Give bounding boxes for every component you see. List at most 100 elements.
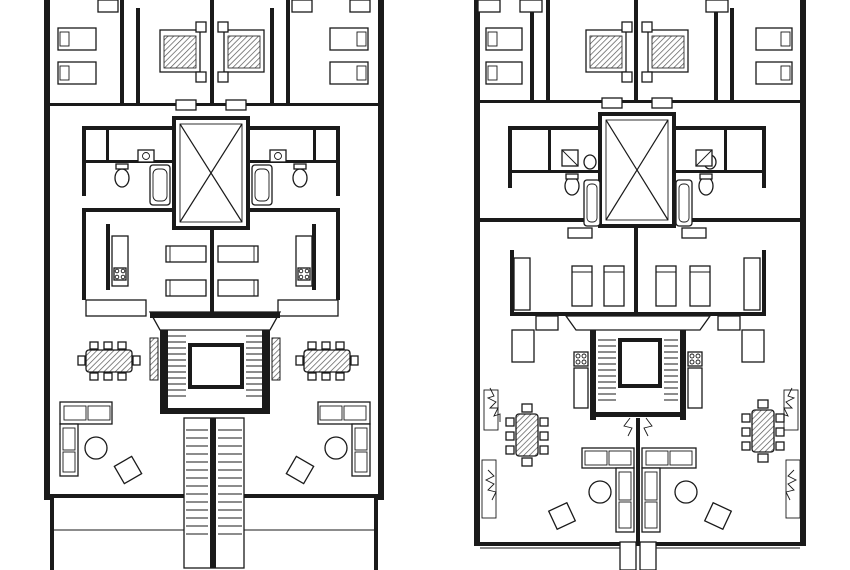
armchair-icon [113, 455, 143, 485]
bed-icon [159, 29, 201, 73]
nightstand [195, 21, 207, 33]
cabinet [651, 97, 673, 109]
bed-icon [485, 27, 523, 51]
bathroom-partition [674, 170, 766, 173]
staircase-icon [148, 311, 282, 414]
plant-icon [785, 459, 801, 519]
partition-wall [286, 0, 290, 103]
bed-icon [485, 61, 523, 85]
elevator-icon [172, 116, 250, 230]
staircase-icon [183, 417, 245, 569]
cabinet [567, 227, 593, 239]
kitchen-counter [85, 299, 147, 317]
kitchen-counter [741, 329, 765, 363]
sofa-icon [581, 447, 635, 533]
dining-table-icon [741, 399, 785, 463]
bathroom-partition [548, 130, 551, 170]
coffee-table [588, 480, 612, 504]
bathroom-partition [313, 130, 316, 160]
entry-post [619, 541, 637, 570]
kitchen-counter [277, 299, 339, 317]
nightstand [195, 71, 207, 83]
plant-icon [623, 417, 653, 437]
partition-wall [714, 0, 718, 100]
stove-icon [297, 267, 311, 281]
closet-wall [530, 8, 534, 100]
cabinet [225, 99, 247, 111]
nightstand [217, 21, 229, 33]
plant-icon [483, 387, 501, 431]
exterior-wall-left [474, 0, 480, 545]
bed-icon [329, 27, 369, 51]
bathroom-partition [106, 130, 109, 160]
bed-icon [329, 61, 369, 85]
bed-icon [57, 61, 97, 85]
cabinet [601, 97, 623, 109]
right-floor-plan [474, 0, 806, 570]
nightstand [621, 71, 633, 83]
sofa-icon [641, 447, 697, 533]
room-wall [510, 250, 514, 314]
kitchen-wall [336, 212, 340, 300]
corridor-wall [674, 218, 800, 222]
armchair-icon [547, 501, 577, 531]
bathtub-icon [583, 179, 601, 227]
cabinet [681, 227, 707, 239]
bathroom-wall [674, 126, 766, 130]
bathroom-wall [336, 126, 340, 196]
toilet-icon [583, 154, 597, 170]
closet-wall [730, 8, 734, 100]
dresser [705, 0, 729, 13]
bed-icon [217, 245, 259, 263]
plant-icon [781, 387, 799, 431]
armchair-icon [703, 501, 733, 531]
bedroom-wall [474, 100, 806, 103]
party-wall [636, 418, 640, 542]
coffee-table [324, 436, 348, 460]
bathtub-icon [251, 164, 273, 206]
sink-icon [269, 149, 287, 163]
bathroom-partition [248, 160, 336, 163]
kitchen-wall [106, 224, 110, 290]
bed-icon [165, 279, 207, 297]
bathtub-icon [675, 179, 693, 227]
toilet-icon [698, 173, 714, 196]
center-wall [210, 228, 214, 318]
toilet-icon [292, 163, 308, 188]
bathroom-wall [248, 126, 340, 130]
exterior-wall-right [378, 0, 384, 500]
kitchen-counter [573, 367, 589, 409]
bed-icon [217, 279, 259, 297]
sink-icon [561, 149, 579, 167]
stove-icon [573, 351, 589, 367]
center-wall [634, 0, 638, 100]
nightstand [621, 21, 633, 33]
bathroom-wall [82, 126, 86, 196]
center-wall [634, 226, 638, 316]
sink-icon [137, 149, 155, 163]
bathroom-wall [508, 126, 512, 188]
nightstand [217, 71, 229, 83]
terrace-wall-right [374, 495, 378, 570]
wardrobe [513, 257, 531, 311]
kitchen-counter [511, 329, 535, 363]
bathroom-partition [86, 160, 174, 163]
center-wall [210, 0, 214, 103]
stove-icon [113, 267, 127, 281]
dining-table-icon [77, 341, 141, 381]
elevator-icon [598, 112, 676, 228]
bed-icon [755, 27, 793, 51]
dresser [477, 0, 501, 13]
left-floor-plan [44, 0, 384, 570]
closet-wall [270, 8, 274, 103]
dresser [97, 0, 119, 13]
bed-icon [603, 265, 625, 307]
bed-icon [571, 265, 593, 307]
bathroom-wall [508, 126, 600, 130]
bed-icon [223, 29, 265, 73]
bed-icon [655, 265, 677, 307]
bathroom-wall [82, 126, 174, 130]
terrace-wall-left [50, 495, 54, 570]
